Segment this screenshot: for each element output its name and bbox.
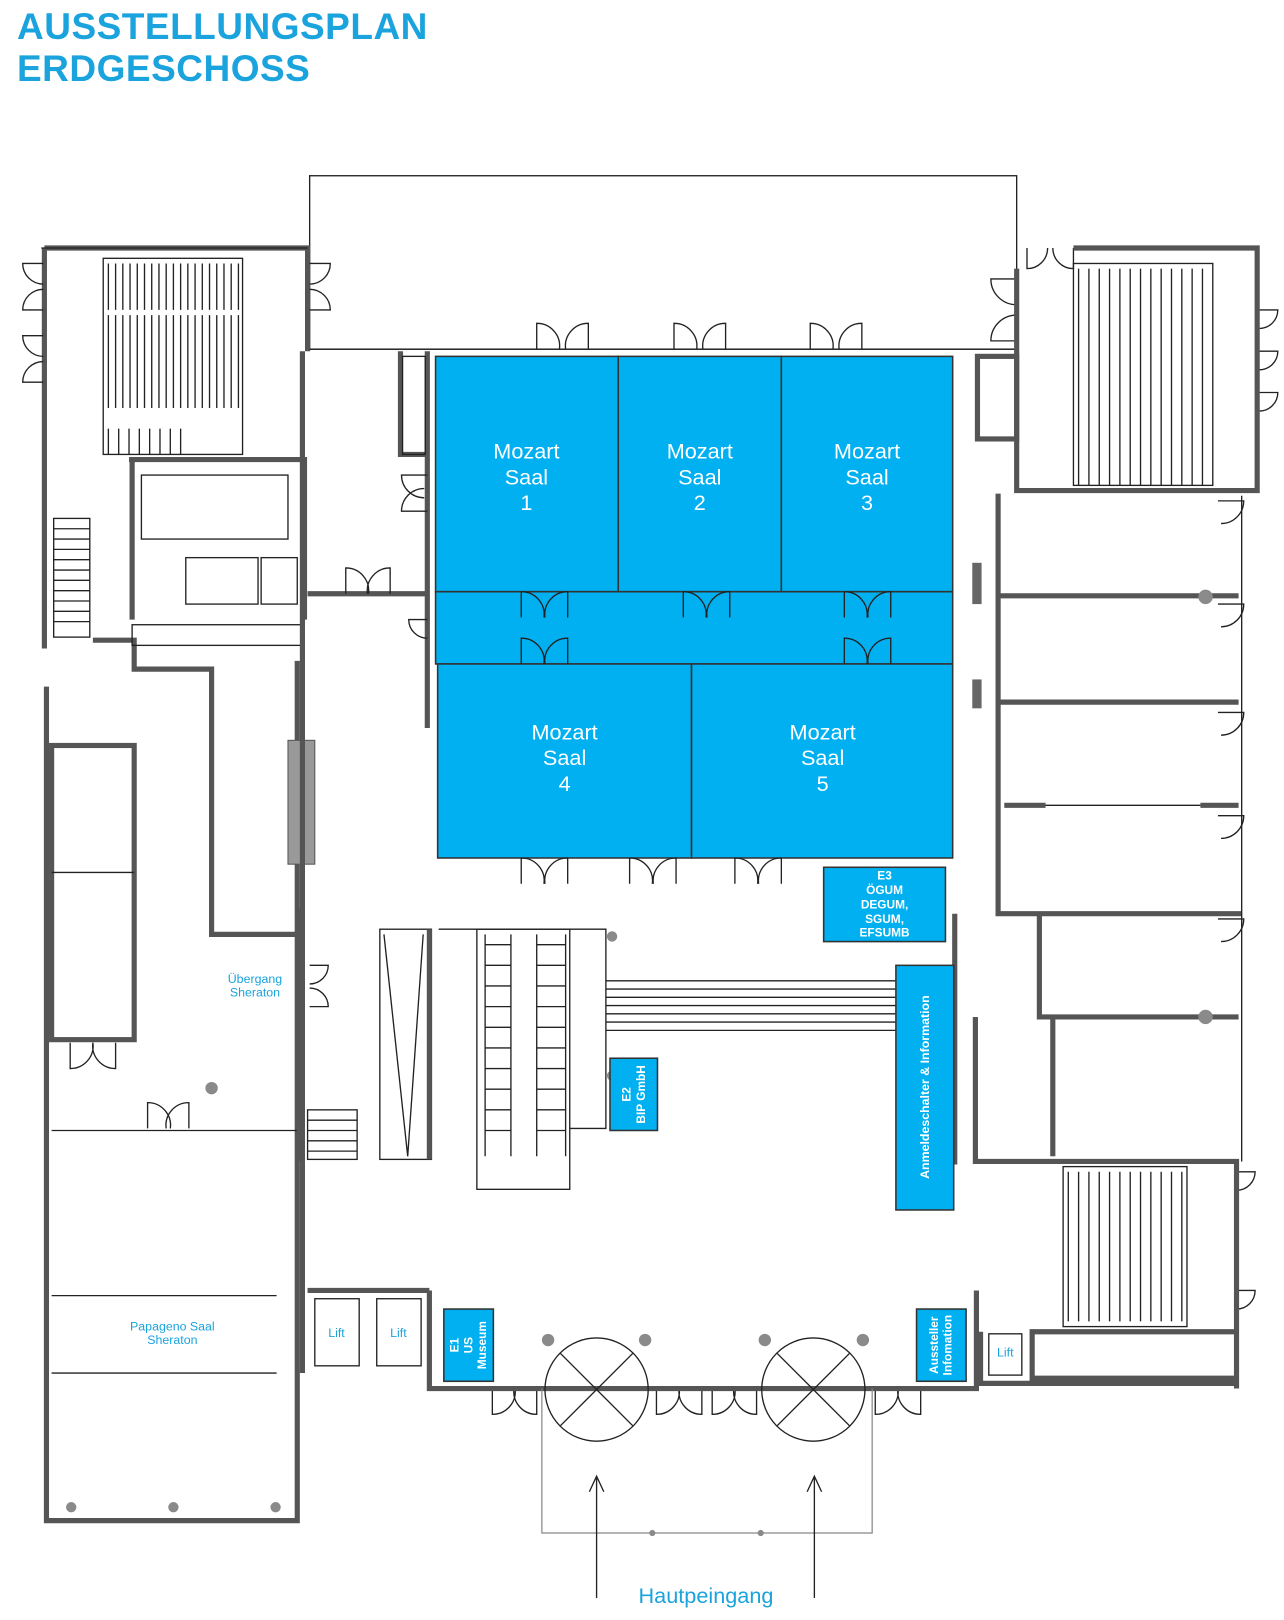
booth-e2-label: BIP GmbH bbox=[634, 1065, 648, 1123]
stairs-right bbox=[1062, 262, 1214, 1328]
booth-e3-label: DEGUM, bbox=[861, 898, 908, 912]
booth-e3-label: EFSUMB bbox=[860, 925, 911, 939]
title-line-2: ERDGESCHOSS bbox=[17, 48, 311, 89]
lift-label: Lift bbox=[390, 1326, 407, 1340]
mozart-foyer bbox=[434, 590, 954, 665]
doors bbox=[22, 247, 1279, 1415]
lift-3 bbox=[988, 1333, 1023, 1376]
booth-e1[interactable] bbox=[443, 1308, 495, 1383]
room-label: Saal bbox=[543, 745, 586, 770]
booth-e2-label: E2 bbox=[620, 1087, 634, 1102]
booth-e3-label: ÖGUM bbox=[866, 882, 903, 897]
revolving-doors bbox=[541, 1333, 873, 1537]
terrace bbox=[308, 175, 1018, 350]
booth-e1-label: E1 bbox=[447, 1338, 461, 1353]
uebergang-label: Übergang bbox=[228, 972, 282, 986]
booth-e1-label: Museum bbox=[475, 1321, 489, 1369]
stairs-left-top bbox=[53, 257, 244, 638]
mozart-saal-5 bbox=[690, 663, 954, 859]
exhibitor-info-desk[interactable] bbox=[915, 1308, 967, 1383]
right-wing-wall bbox=[972, 245, 1260, 1389]
booth-e3[interactable] bbox=[822, 866, 947, 943]
registration-label: Anmeldeschalter & Information bbox=[918, 995, 932, 1179]
exhibitor-info-label: Infomation bbox=[941, 1315, 955, 1376]
room-label: 1 bbox=[520, 490, 532, 515]
room-label: Saal bbox=[678, 464, 721, 489]
lift-label: Lift bbox=[328, 1326, 345, 1340]
room-label: Saal bbox=[845, 464, 888, 489]
papageno-label: Sheraton bbox=[147, 1333, 197, 1347]
room-label: 5 bbox=[817, 771, 829, 796]
booth-e1-label: US bbox=[462, 1337, 476, 1354]
exhibitor-info-label: Aussteller bbox=[927, 1316, 941, 1374]
lift-label: Lift bbox=[997, 1346, 1014, 1360]
title-line-1: AUSSTELLUNGSPLAN bbox=[17, 6, 428, 47]
booth-e3-label: E3 bbox=[877, 869, 892, 883]
uebergang-label: Sheraton bbox=[230, 985, 280, 999]
room-label: 3 bbox=[861, 490, 873, 515]
room-label: Saal bbox=[505, 464, 548, 489]
lift-1 bbox=[314, 1298, 360, 1367]
mozart-halls bbox=[434, 355, 954, 859]
room-label: Mozart bbox=[790, 719, 856, 744]
room-label: Mozart bbox=[667, 439, 733, 464]
page-title: AUSSTELLUNGSPLAN ERDGESCHOSS bbox=[17, 6, 428, 90]
booth-e2[interactable] bbox=[609, 1057, 659, 1132]
room-label: Saal bbox=[801, 745, 844, 770]
room-label: Mozart bbox=[493, 439, 559, 464]
room-label: 2 bbox=[694, 490, 706, 515]
entrance-arrows bbox=[588, 1474, 823, 1599]
room-label: 4 bbox=[559, 771, 571, 796]
escalators bbox=[306, 928, 896, 1190]
booth-e3-label: SGUM, bbox=[865, 912, 904, 926]
registration-desk[interactable] bbox=[895, 964, 955, 1211]
main-entrance-label: Hautpeingang bbox=[639, 1583, 774, 1608]
room-label: Mozart bbox=[531, 719, 597, 744]
room-label: Mozart bbox=[834, 439, 900, 464]
left-inner-walls bbox=[92, 457, 308, 937]
papageno-label: Papageno Saal bbox=[130, 1320, 215, 1334]
lift-2 bbox=[376, 1298, 422, 1367]
